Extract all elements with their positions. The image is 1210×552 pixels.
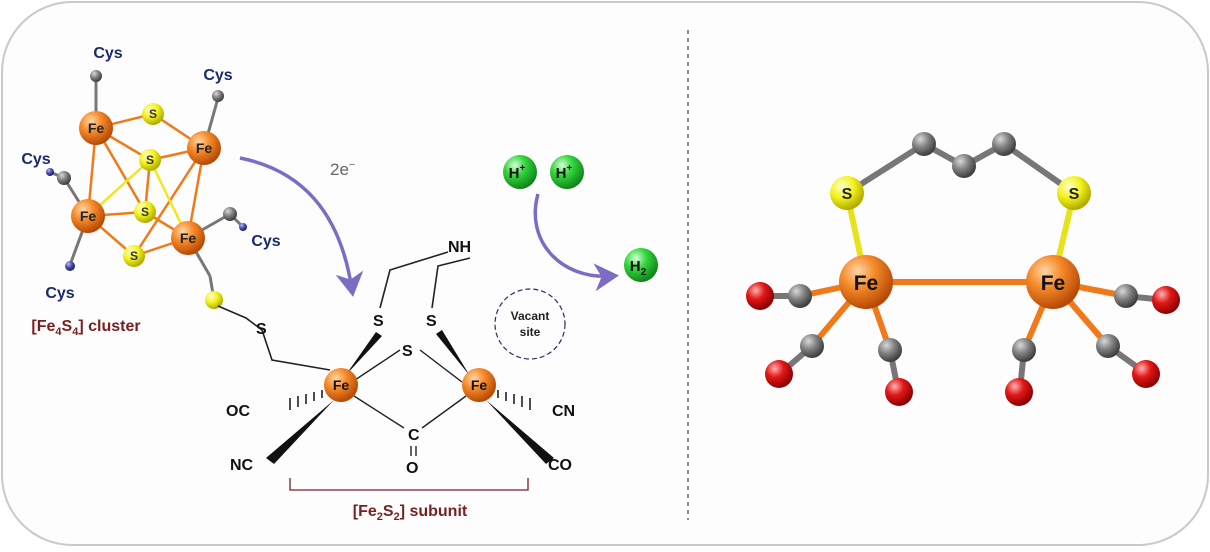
dihydrogen-product: H2 <box>624 248 658 282</box>
carbonyl-right: CO <box>548 457 572 474</box>
cys-label: Cys <box>21 151 50 168</box>
amine-label: NH <box>448 239 471 256</box>
svg-text:H2: H2 <box>630 258 647 278</box>
cys-label: Cys <box>93 45 122 62</box>
sulfur-label: S <box>130 249 138 263</box>
subunit-caption: [Fe2S2] subunit <box>353 503 468 523</box>
vacant-site-marker <box>494 288 566 360</box>
cys-label: Cys <box>45 285 74 302</box>
cyanide-left: NC <box>230 457 254 474</box>
model-sulfur-left: S <box>842 186 853 203</box>
sulfur-label: S <box>141 205 149 219</box>
model-iron-left: Fe <box>854 272 879 295</box>
cyanide-right: CN <box>552 403 575 420</box>
model-sulfur-right: S <box>1069 186 1080 203</box>
sulfur-label: S <box>149 107 157 121</box>
iron-label: Fe <box>180 230 197 246</box>
fe2s2-subunit: S NH S S S Fe Fe C O <box>217 239 575 523</box>
bridging-s-center: S <box>402 343 413 360</box>
fe-left-label: Fe <box>333 377 350 393</box>
vacant-site-label-line1: Vacant <box>511 309 550 323</box>
svg-text:H+: H+ <box>509 163 526 182</box>
electron-label: 2e− <box>330 159 355 179</box>
model-iron-right: Fe <box>1041 272 1066 295</box>
bridging-oxygen: O <box>406 460 418 477</box>
svg-text:H+: H+ <box>556 163 573 182</box>
proton-1: H+ <box>503 155 537 189</box>
carbonyl-left: OC <box>226 403 250 420</box>
thiolate-s-left: S <box>373 313 384 330</box>
vacant-site-label-line2: site <box>520 325 541 339</box>
proton-reduction-arrow <box>533 193 619 292</box>
thiolate-s-right: S <box>426 313 437 330</box>
electron-transfer-arrow <box>239 156 364 297</box>
diiron-model: S S Fe Fe <box>746 132 1180 406</box>
iron-label: Fe <box>80 208 97 224</box>
cys-label: Cys <box>203 67 232 84</box>
fe-right-label: Fe <box>471 377 488 393</box>
proton-2: H+ <box>550 155 584 189</box>
cys-label: Cys <box>251 233 280 250</box>
sulfur-label: S <box>146 153 154 167</box>
iron-label: Fe <box>88 120 105 136</box>
bridging-sulfur-label: S <box>256 321 267 338</box>
fe4s4-cluster: S S S S Fe Fe Fe Fe Cys Cys Cys Cys Cys … <box>21 45 280 338</box>
cluster-caption: [Fe4S4] cluster <box>31 318 140 338</box>
cluster-sulfur-atoms: S S S S <box>123 103 164 267</box>
iron-label: Fe <box>196 140 213 156</box>
cluster-iron-atoms: Fe Fe Fe Fe <box>71 111 221 255</box>
bridging-carbon: C <box>408 427 420 444</box>
